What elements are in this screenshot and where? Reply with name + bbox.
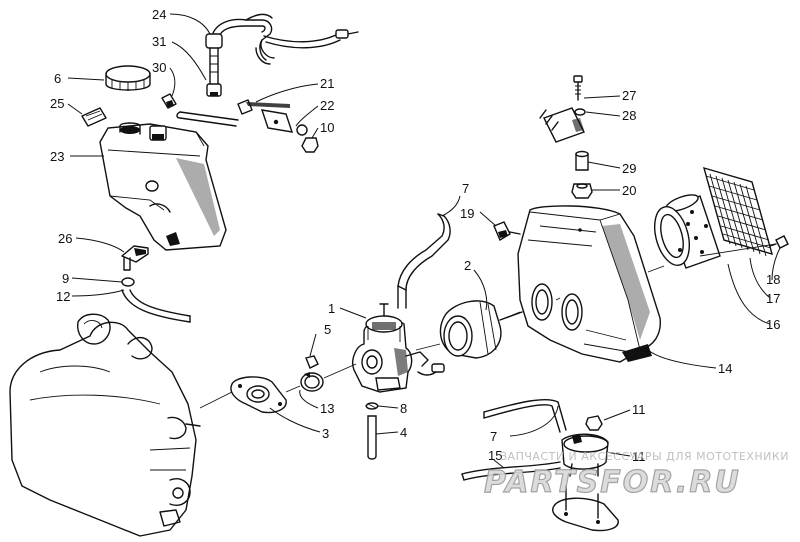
callout-29: 26 <box>58 231 72 246</box>
callout-31: 31 <box>152 34 166 49</box>
callout-2: 2 <box>464 258 471 273</box>
hose-12 <box>121 289 191 323</box>
callout-13: 13 <box>320 401 334 416</box>
sender-unit <box>205 33 223 97</box>
bracket-rod <box>176 111 239 127</box>
hose-27 <box>211 13 359 65</box>
clamp-13 <box>300 372 324 392</box>
flange-3 <box>230 376 287 414</box>
nut-11-pump <box>585 415 603 431</box>
callout-26: 23 <box>50 149 64 164</box>
callout-22: 28 <box>622 108 636 123</box>
nut-20 <box>571 183 593 199</box>
hose-14 <box>461 461 561 481</box>
carburetor <box>352 303 445 393</box>
callout-23: 27 <box>622 88 636 103</box>
filter-tube-17 <box>654 194 721 269</box>
callout-11-top: 10 <box>320 120 334 135</box>
callout-4: 5 <box>324 322 331 337</box>
callout-11-pump: 11 <box>632 402 646 417</box>
nut-11-top <box>301 137 319 153</box>
callout-20: 20 <box>622 183 636 198</box>
fuel-pump-10 <box>561 433 609 477</box>
pump-plate <box>552 485 619 532</box>
callout-21: 29 <box>622 161 636 176</box>
callout-labels: 24 31 30 6 25 23 21 22 10 26 9 12 1 5 13… <box>50 7 780 464</box>
callout-28: 25 <box>50 96 64 111</box>
outlet-fitting-29 <box>121 245 149 271</box>
drain-tube-5 <box>367 415 377 460</box>
gasket-28 <box>81 107 107 127</box>
assembly-axis <box>199 265 665 409</box>
clip-4 <box>305 355 319 369</box>
washer-25 <box>296 124 308 136</box>
callout-9: 9 <box>62 271 69 286</box>
vent-hose-7 <box>397 213 451 309</box>
callout-8: 8 <box>400 401 407 416</box>
airbox-15 <box>517 205 661 363</box>
pump-hose-7 <box>483 398 567 433</box>
callout-25: 22 <box>320 98 334 113</box>
callout-15: 14 <box>718 361 732 376</box>
callout-19: 19 <box>460 206 474 221</box>
air-boot-2 <box>439 300 523 359</box>
spacer-21 <box>575 150 589 171</box>
screw-19 <box>493 221 521 242</box>
filter-screen-16 <box>702 166 774 257</box>
callout-1: 1 <box>328 301 335 316</box>
callout-30: 30 <box>152 60 166 75</box>
watermark: ЗАПЧАСТИ И АКСЕССУАРЫ ДЛЯ МОТОТЕХНИКИ PA… <box>483 450 789 501</box>
callout-12: 12 <box>56 289 70 304</box>
oil-tank <box>99 122 227 251</box>
callout-7-bottom: 7 <box>490 429 497 444</box>
leader-lines <box>67 13 781 469</box>
assembly-axis-right <box>699 243 777 257</box>
clip-8 <box>365 402 379 410</box>
bolt-23 <box>573 75 583 101</box>
watermark-caption: ЗАПЧАСТИ И АКСЕССУАРЫ ДЛЯ МОТОТЕХНИКИ <box>500 450 789 463</box>
callout-27: 24 <box>152 7 166 22</box>
callout-14: 15 <box>488 448 502 463</box>
callout-24: 21 <box>320 76 334 91</box>
clamp-9 <box>121 277 135 287</box>
callout-17: 17 <box>766 291 780 306</box>
callout-3: 3 <box>322 426 329 441</box>
callout-5: 4 <box>400 425 407 440</box>
callout-16: 16 <box>766 317 780 332</box>
callout-6: 6 <box>54 71 61 86</box>
washer-22 <box>574 108 586 116</box>
screw-18 <box>769 235 789 249</box>
engine-block <box>9 313 201 537</box>
callout-10: 11 <box>632 449 646 464</box>
callout-7-top: 7 <box>462 181 469 196</box>
bracket-24 <box>237 99 294 133</box>
watermark-logo: PARTSFOR.RU <box>484 465 741 500</box>
callout-18: 18 <box>766 272 780 287</box>
bracket-clip <box>539 107 585 143</box>
tank-cap <box>105 65 151 91</box>
fitting-30 <box>161 93 177 109</box>
